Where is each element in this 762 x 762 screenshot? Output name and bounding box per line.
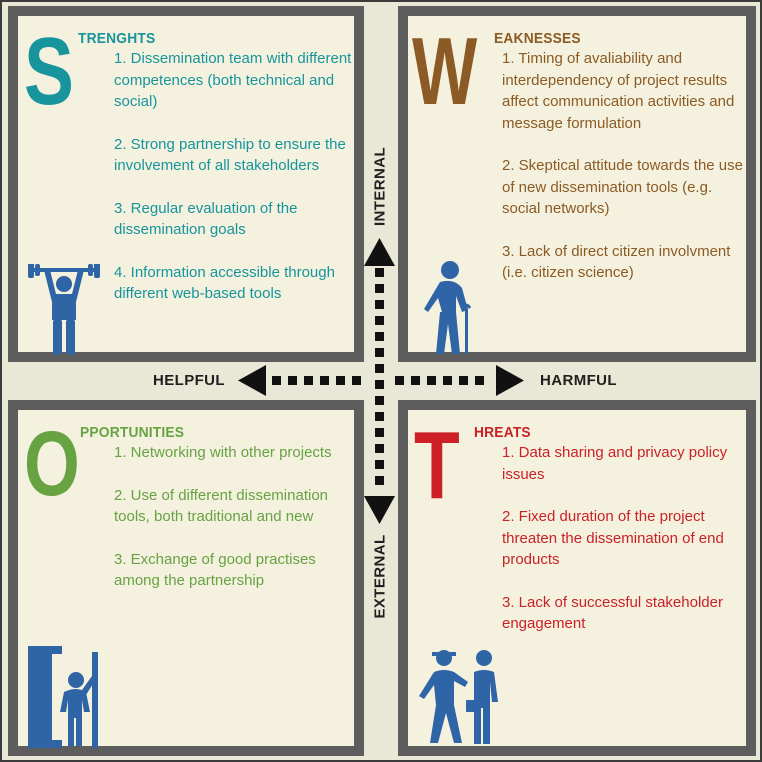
list-item: 3. Lack of direct citizen involvment (i.… bbox=[502, 242, 731, 282]
list-item: 3. Exchange of good practises among the … bbox=[114, 550, 316, 590]
down-arrow-icon bbox=[364, 496, 395, 524]
list-item: 3. Lack of successful stakeholder engage… bbox=[502, 593, 723, 633]
external-label: EXTERNAL bbox=[371, 534, 389, 619]
list-item: 4. Information accessible through differ… bbox=[114, 263, 335, 303]
opportunities-letter: O bbox=[24, 413, 80, 515]
harmful-label: HARMFUL bbox=[540, 372, 617, 389]
strengths-letter: S bbox=[24, 18, 74, 125]
threats-letter: T bbox=[414, 412, 460, 519]
right-arrow-icon bbox=[496, 365, 524, 396]
internal-label: INTERNAL bbox=[371, 146, 389, 227]
opportunities-heading: PPORTUNITIES bbox=[80, 424, 185, 441]
horizontal-dotted-axis bbox=[272, 376, 484, 385]
threats-heading: HREATS bbox=[474, 424, 531, 441]
left-arrow-icon bbox=[238, 365, 266, 396]
list-item: 1. Data sharing and privacy policy issue… bbox=[502, 444, 728, 483]
weightlifter-icon bbox=[28, 264, 100, 355]
list-item: 1. Networking with other projects bbox=[114, 444, 332, 461]
threats-quadrant: T HREATS 1. Data sharing and privacy pol… bbox=[398, 400, 756, 756]
threats-list: 1. Data sharing and privacy policy issue… bbox=[502, 442, 752, 656]
two-people-icon bbox=[419, 650, 498, 744]
list-item: 1. Timing of avaliability and interdepen… bbox=[502, 50, 735, 132]
list-item: 2. Fixed duration of the project threate… bbox=[502, 508, 724, 568]
strengths-quadrant: S TRENGHTS 1. Dissemination team with di… bbox=[8, 6, 364, 362]
strengths-heading: TRENGHTS bbox=[78, 30, 156, 47]
elderly-person-with-cane-icon bbox=[424, 261, 472, 354]
vertical-dotted-axis bbox=[375, 268, 384, 485]
weaknesses-list: 1. Timing of avaliability and interdepen… bbox=[502, 48, 752, 305]
list-item: 1. Dissemination team with different com… bbox=[114, 50, 352, 110]
weaknesses-heading: EAKNESSES bbox=[494, 30, 581, 47]
list-item: 2. Use of different dissemination tools,… bbox=[114, 486, 329, 526]
up-arrow-icon bbox=[364, 238, 395, 266]
list-item: 2. Skeptical attitude towards the use of… bbox=[502, 157, 743, 217]
opportunities-list: 1. Networking with other projects 2. Use… bbox=[114, 442, 354, 613]
list-item: 3. Regular evaluation of the disseminati… bbox=[114, 199, 298, 239]
weaknesses-letter: W bbox=[412, 18, 478, 125]
list-item: 2. Strong partnership to ensure the invo… bbox=[114, 135, 346, 175]
strengths-list: 1. Dissemination team with different com… bbox=[114, 48, 354, 326]
opportunities-quadrant: O PPORTUNITIES 1. Networking with other … bbox=[8, 400, 364, 756]
person-at-open-door-icon bbox=[28, 646, 98, 748]
weaknesses-quadrant: W EAKNESSES 1. Timing of avaliability an… bbox=[398, 6, 756, 362]
helpful-label: HELPFUL bbox=[153, 372, 225, 389]
